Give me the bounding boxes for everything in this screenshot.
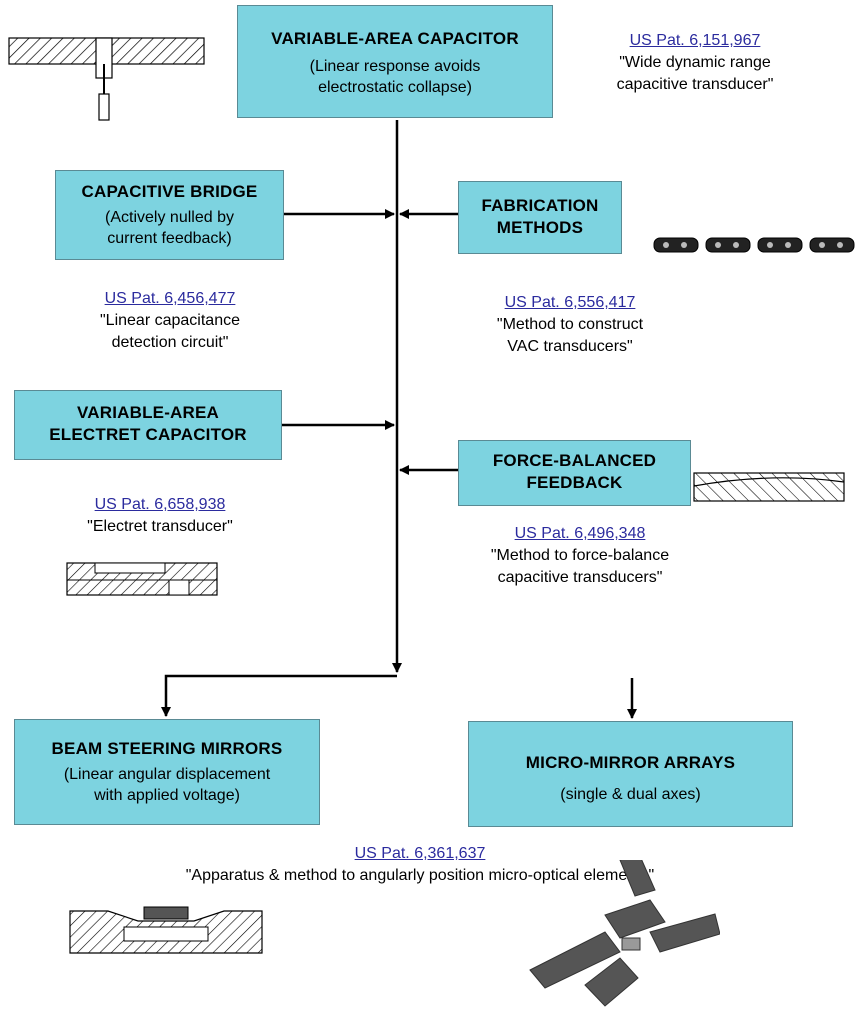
box-title: ELECTRET CAPACITOR	[49, 425, 247, 444]
patent-6496348: US Pat. 6,496,348 "Method to force-balan…	[450, 523, 710, 589]
patent-link[interactable]: US Pat. 6,496,348	[514, 525, 646, 542]
box-subtitle: electrostatic collapse)	[318, 79, 472, 96]
patent-title: "Method to construct	[496, 316, 644, 333]
capacitive-bridge-box: CAPACITIVE BRIDGE (Actively nulled by cu…	[55, 170, 284, 260]
patent-title: capacitive transducers"	[497, 569, 663, 586]
box-subtitle: (Linear angular displacement	[63, 766, 271, 783]
fabrication-methods-box: FABRICATION METHODS	[458, 181, 622, 254]
patent-title: "Wide dynamic range	[619, 54, 771, 71]
box-title: FABRICATION	[481, 196, 599, 215]
box-title: MICRO-MIRROR ARRAYS	[525, 753, 736, 772]
electret-capacitor-box: VARIABLE-AREA ELECTRET CAPACITOR	[14, 390, 282, 460]
patent-title: capacitive transducer"	[616, 76, 774, 93]
force-balanced-feedback-box: FORCE-BALANCED FEEDBACK	[458, 440, 691, 506]
micro-mirror-arrays-box: MICRO-MIRROR ARRAYS (single & dual axes)	[468, 721, 793, 827]
box-title: CAPACITIVE BRIDGE	[81, 182, 258, 201]
box-subtitle: (Linear response avoids	[309, 58, 481, 75]
variable-area-capacitor-box: VARIABLE-AREA CAPACITOR (Linear response…	[237, 5, 553, 118]
beam-arrow	[161, 674, 397, 717]
patent-link[interactable]: US Pat. 6,151,967	[629, 32, 761, 49]
box-subtitle: (single & dual axes)	[560, 786, 701, 803]
force-feedback-illustration	[693, 472, 845, 502]
patent-title: "Method to force-balance	[490, 547, 670, 564]
micro-mirror-array-illustration	[529, 860, 720, 1007]
box-title: BEAM STEERING MIRRORS	[51, 739, 283, 758]
box-title: FEEDBACK	[526, 473, 623, 492]
patent-title: "Apparatus & method to angularly positio…	[185, 867, 655, 884]
patent-6556417: US Pat. 6,556,417 "Method to construct V…	[450, 292, 690, 358]
patent-link[interactable]: US Pat. 6,658,938	[94, 496, 226, 513]
electret-cross-section-illustration	[66, 562, 218, 596]
patent-6151967: US Pat. 6,151,967 "Wide dynamic range ca…	[575, 30, 815, 96]
patent-link[interactable]: US Pat. 6,556,417	[504, 294, 636, 311]
box-title: VARIABLE-AREA	[76, 403, 220, 422]
box-title: METHODS	[496, 218, 584, 237]
beam-steering-mirrors-box: BEAM STEERING MIRRORS (Linear angular di…	[14, 719, 320, 825]
patent-link[interactable]: US Pat. 6,456,477	[104, 290, 236, 307]
box-title: VARIABLE-AREA CAPACITOR	[271, 29, 519, 48]
box-subtitle: with applied voltage)	[94, 787, 240, 804]
fabrication-wafer-illustration	[653, 237, 855, 253]
patent-link[interactable]: US Pat. 6,361,637	[354, 845, 486, 862]
box-subtitle: (Actively nulled by	[105, 209, 234, 226]
beam-mirror-cross-section-illustration	[69, 906, 263, 954]
patent-6658938: US Pat. 6,658,938 "Electret transducer"	[40, 494, 280, 538]
patent-title: "Linear capacitance	[100, 312, 240, 329]
capacitor-cross-section-illustration	[8, 37, 205, 121]
patent-title: VAC transducers"	[507, 338, 633, 355]
patent-title: "Electret transducer"	[87, 518, 233, 535]
box-title: FORCE-BALANCED	[492, 451, 657, 470]
patent-title: detection circuit"	[111, 334, 229, 351]
patent-6456477: US Pat. 6,456,477 "Linear capacitance de…	[50, 288, 290, 354]
box-subtitle: current feedback)	[107, 230, 232, 247]
patent-6361637: US Pat. 6,361,637 "Apparatus & method to…	[40, 843, 800, 887]
